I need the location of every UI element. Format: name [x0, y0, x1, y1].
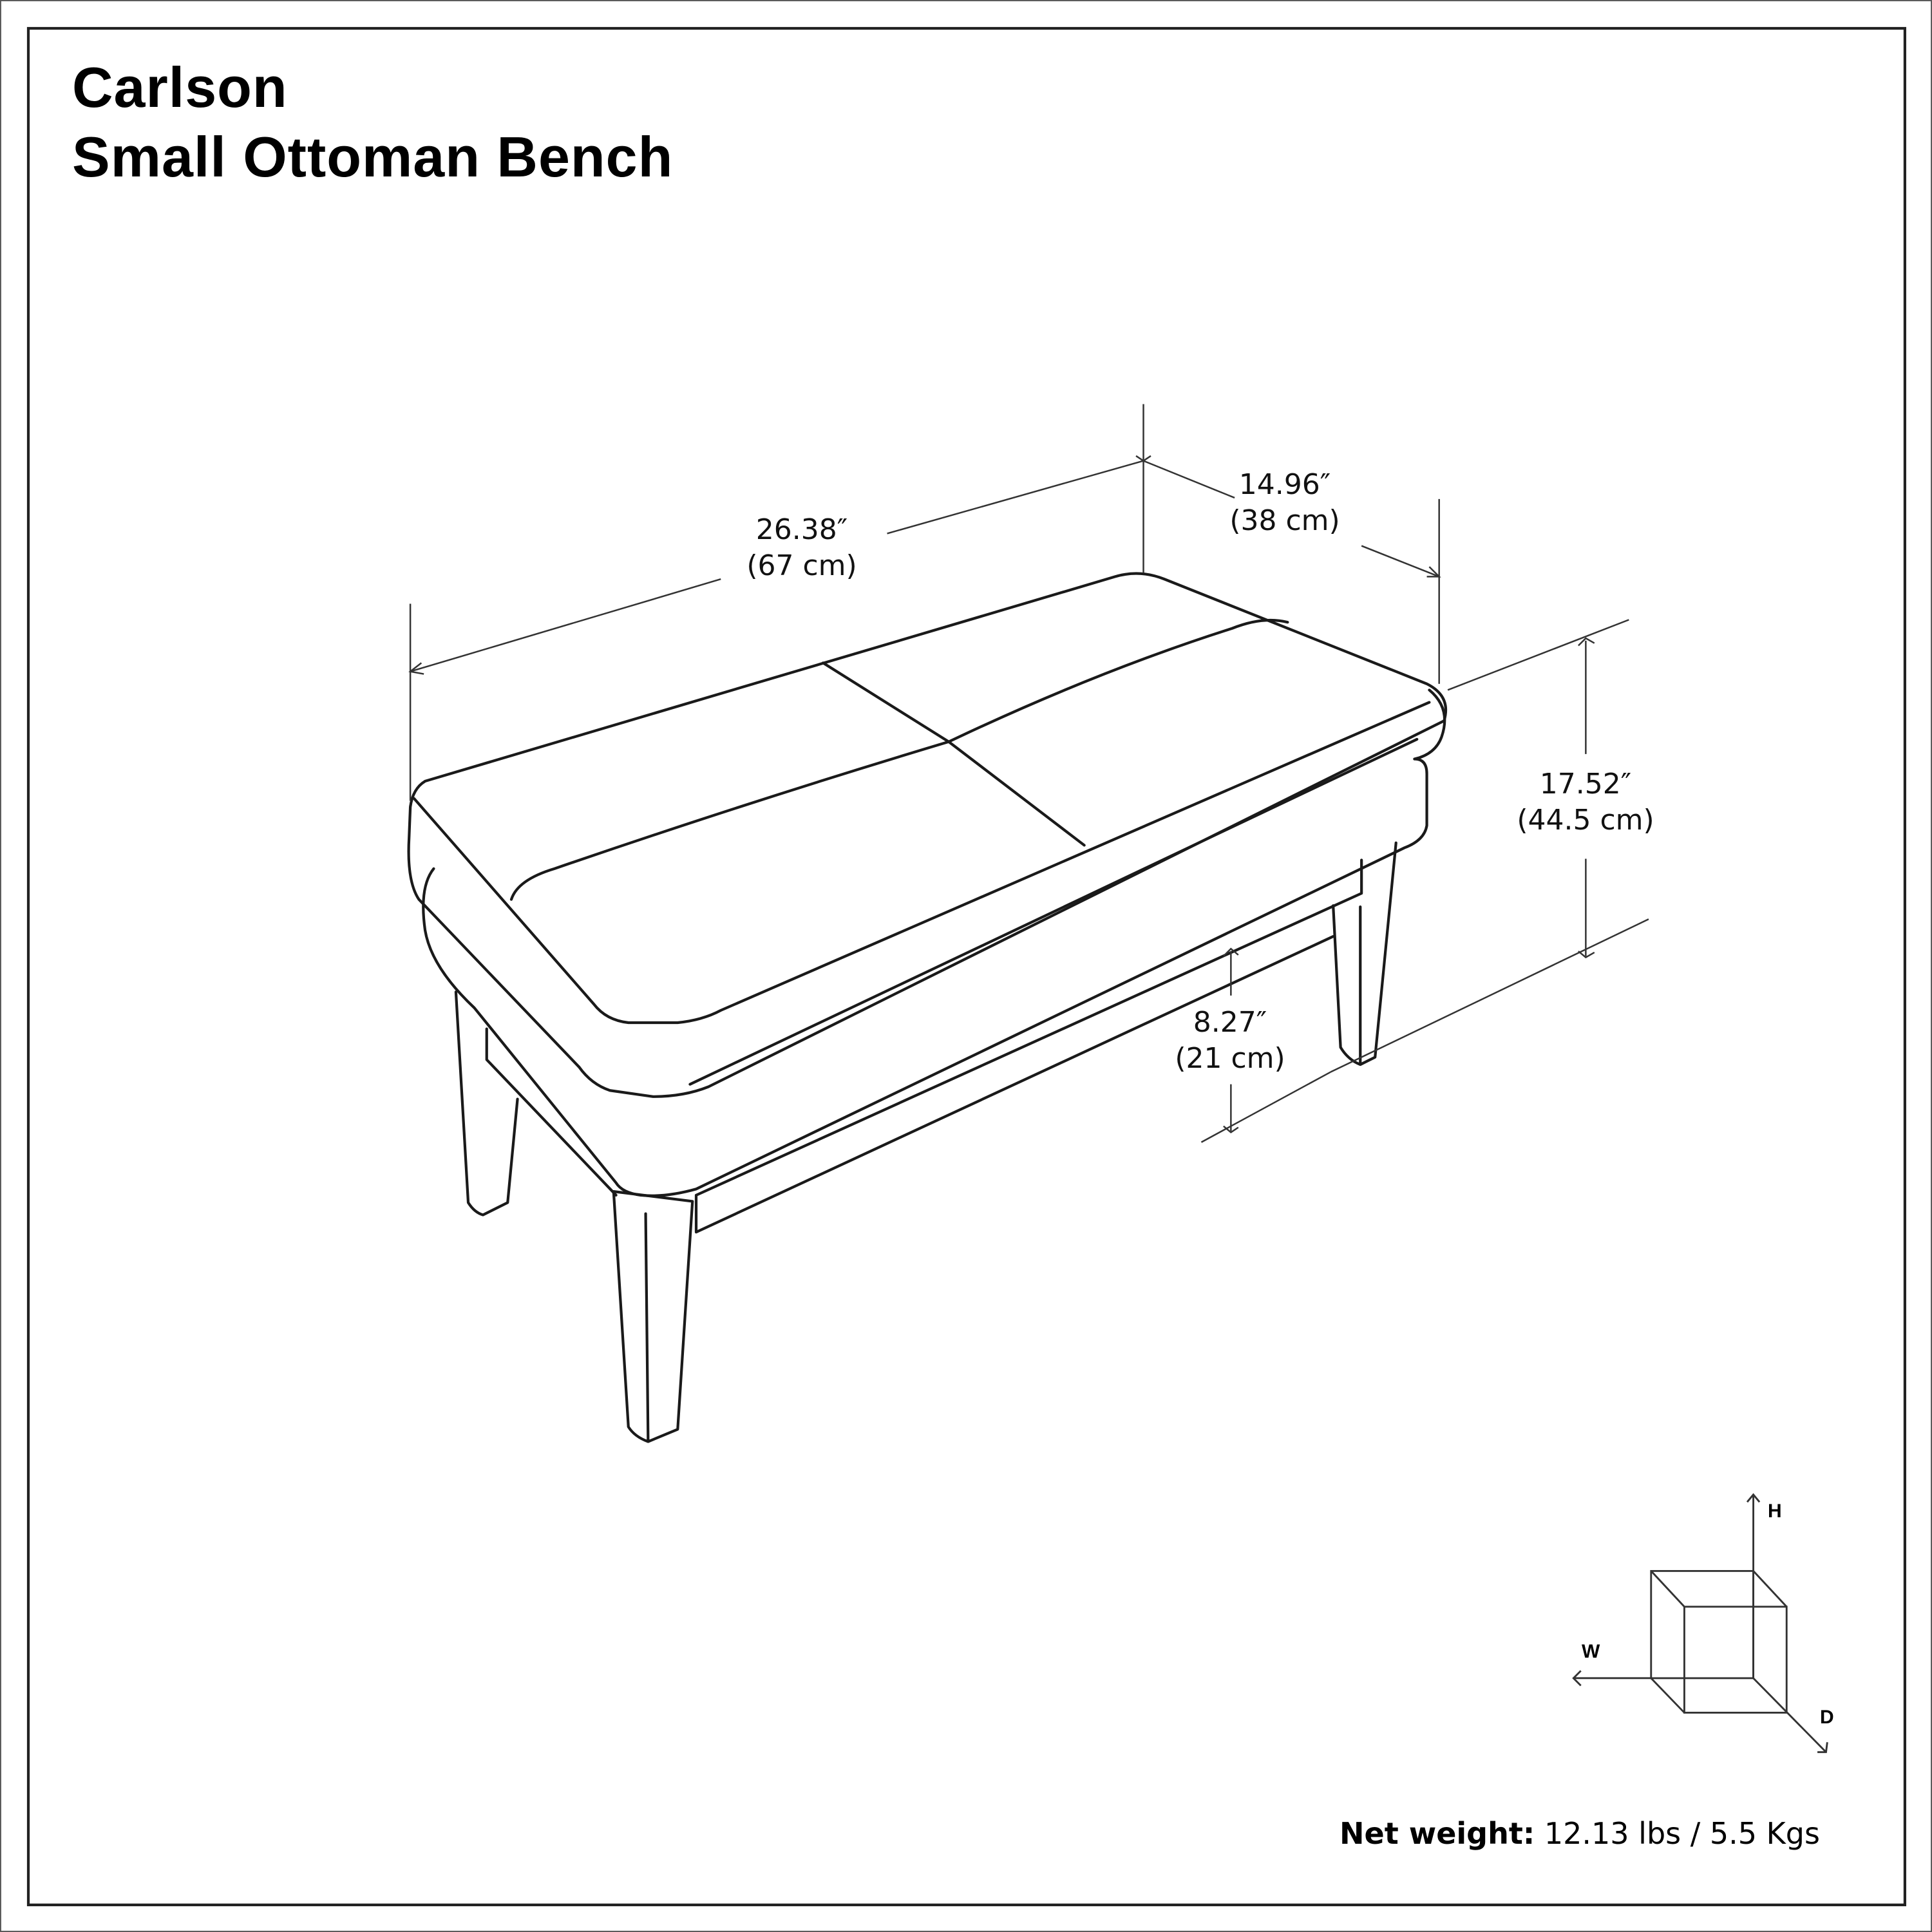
net-weight: Net weight: 12.13 lbs / 5.5 Kgs	[1340, 1816, 1820, 1851]
cushion-seam-1	[821, 661, 1086, 847]
leg-height-metric: (21 cm)	[1175, 1042, 1285, 1075]
ottoman-bench	[407, 572, 1448, 1443]
axis-label-w: W	[1582, 1641, 1600, 1662]
dimension-lines	[408, 404, 1649, 1143]
width-imperial: 26.38″	[755, 513, 848, 546]
leg-front-right	[1332, 841, 1397, 1066]
axis-label-h: H	[1768, 1501, 1782, 1522]
product-brand-title: Carlson	[72, 55, 288, 119]
depth-metric: (38 cm)	[1229, 504, 1340, 537]
leg-height-imperial: 8.27″	[1193, 1006, 1267, 1039]
axis-label-d: D	[1820, 1707, 1834, 1728]
axes-legend-cube	[1572, 1493, 1828, 1754]
depth-imperial: 14.96″	[1238, 468, 1331, 501]
height-metric: (44.5 cm)	[1517, 804, 1654, 837]
cushion-seam-2	[509, 618, 1289, 901]
depth-dimension-label: 14.96″ (38 cm)	[1229, 467, 1340, 539]
base-box-front-edge	[688, 737, 1419, 1086]
leg-height-dimension-label: 8.27″ (21 cm)	[1175, 1005, 1285, 1077]
inner-frame	[26, 26, 1907, 1907]
height-imperial: 17.52″	[1539, 768, 1632, 800]
width-dimension-label: 26.38″ (67 cm)	[746, 512, 857, 584]
apron	[485, 858, 1363, 1234]
net-weight-value: 12.13 lbs / 5.5 Kgs	[1544, 1816, 1820, 1851]
product-name-title: Small Ottoman Bench	[72, 125, 674, 189]
leg-back-left	[454, 990, 519, 1217]
cushion-top-face	[412, 701, 1431, 1025]
width-metric: (67 cm)	[746, 549, 857, 582]
cushion-right-edge	[1413, 688, 1446, 761]
leg-front-left	[612, 1190, 694, 1443]
base-box	[422, 757, 1428, 1197]
cushion-top	[407, 572, 1448, 1098]
height-dimension-label: 17.52″ (44.5 cm)	[1517, 766, 1654, 838]
net-weight-label: Net weight:	[1340, 1816, 1535, 1851]
